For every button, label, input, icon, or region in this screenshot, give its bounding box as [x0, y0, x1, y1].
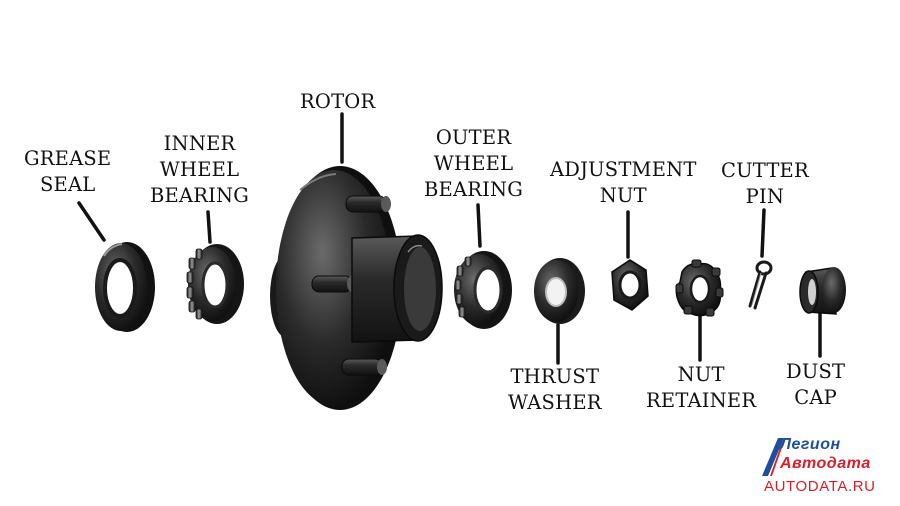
autodata-watermark: Легион Автодата AUTODATA.RU — [760, 434, 890, 500]
inner-wheel-bearing-part — [186, 244, 244, 324]
leader-lines — [77, 112, 822, 365]
leader-inner-bearing — [206, 210, 212, 244]
label-inner-wheel-bearing: INNER WHEEL BEARING — [150, 132, 250, 207]
watermark-line1: Легион — [780, 436, 841, 453]
label-thrust-washer: THRUST WASHER — [508, 365, 602, 414]
grease-seal-part — [95, 242, 155, 332]
dust-cap-part — [799, 267, 846, 315]
label-rotor: ROTOR — [300, 90, 376, 113]
label-grease-seal: GREASE SEAL — [24, 147, 112, 196]
watermark-line2: Автодата — [780, 455, 871, 472]
cutter-pin-part — [748, 260, 773, 310]
leader-outer-bearing — [476, 203, 482, 248]
outer-wheel-bearing-part — [454, 251, 512, 329]
label-nut-retainer: NUT RETAINER — [646, 363, 757, 412]
watermark-url: AUTODATA.RU — [764, 478, 876, 495]
label-outer-wheel-bearing: OUTER WHEEL BEARING — [424, 126, 524, 201]
rotor-part — [270, 166, 443, 410]
label-dust-cap: DUST CAP — [786, 360, 846, 409]
rotor-studs — [311, 195, 391, 376]
label-cutter-pin: CUTTER PIN — [721, 159, 809, 208]
adjustment-nut-part — [611, 259, 649, 311]
nut-retainer-part — [675, 259, 724, 317]
autodata-logo-icon — [762, 438, 784, 476]
label-adjustment-nut: ADJUSTMENT NUT — [550, 158, 697, 207]
leader-grease-seal — [77, 201, 106, 242]
thrust-washer-part — [534, 258, 585, 324]
leader-cutter-pin — [760, 208, 766, 258]
